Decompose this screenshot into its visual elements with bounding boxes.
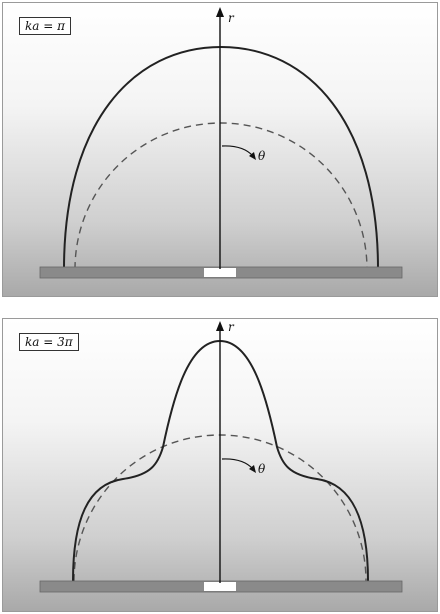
theta-arc-arrow [221,458,254,470]
r-axis-label: r [228,320,235,334]
source-piston [204,268,236,277]
theta-label: θ [258,462,266,476]
theta-label: θ [258,149,266,163]
r-axis-arrowhead [216,321,224,331]
theta-arrowhead [249,465,256,473]
polar-plot: r θ [39,7,403,279]
panel-ka-pi: ka = π r θ [2,2,438,297]
panel-ka-3pi: ka = 3π r θ [2,318,438,612]
reference-dashed-curve [74,122,368,270]
panel-label: ka = 3π [19,333,79,351]
panel-label: ka = π [19,17,71,35]
r-axis-label: r [228,11,235,25]
polar-plot: r θ [39,320,403,593]
theta-arrowhead [249,152,256,160]
r-axis-arrowhead [216,7,224,17]
directivity-pattern-curve [63,45,379,270]
source-piston [204,582,236,591]
theta-arc-arrow [221,145,254,157]
